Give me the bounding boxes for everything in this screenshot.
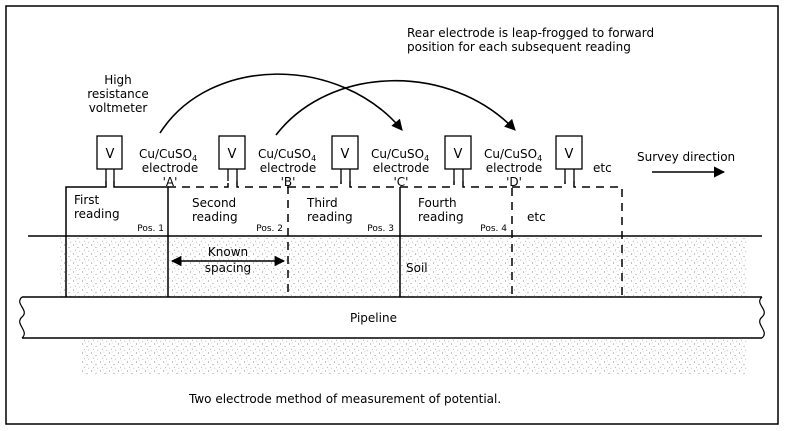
survey-direction-label: Survey direction xyxy=(637,150,735,164)
leapfrog-arrow-1 xyxy=(159,73,403,134)
fourth-reading-line-1: Fourth xyxy=(418,196,457,210)
figure-caption: Two electrode method of measurement of p… xyxy=(188,392,501,406)
position-1: Pos. 1 xyxy=(137,224,164,234)
svg-text:electrode: electrode xyxy=(142,161,198,175)
first-reading-circuit xyxy=(65,181,169,297)
electrode-label-d: Cu/CuSO4 electrode 'D' xyxy=(484,147,542,189)
svg-text:Cu/CuSO4: Cu/CuSO4 xyxy=(371,147,429,163)
figure-frame xyxy=(5,5,779,425)
voltmeter-4: V xyxy=(444,135,472,181)
soil-upper xyxy=(60,237,748,299)
voltmeter-2-symbol: V xyxy=(228,147,237,162)
svg-text:Cu/CuSO4: Cu/CuSO4 xyxy=(139,147,197,163)
known-spacing-line-2: spacing xyxy=(205,261,251,275)
svg-text:Cu/CuSO4: Cu/CuSO4 xyxy=(484,147,542,163)
third-reading-line-2: reading xyxy=(307,210,353,224)
etc-top-label: etc xyxy=(593,161,612,175)
svg-text:'D': 'D' xyxy=(506,175,522,189)
svg-text:'C': 'C' xyxy=(394,175,409,189)
voltmeter-1: V xyxy=(96,135,123,181)
third-reading-line-1: Third xyxy=(306,196,338,210)
electrode-label-a: Cu/CuSO4 electrode 'A' xyxy=(139,147,198,189)
second-reading-line-1: Second xyxy=(192,196,236,210)
svg-text:'B': 'B' xyxy=(281,175,296,189)
pipeline-label: Pipeline xyxy=(350,311,397,325)
first-reading-line-2: reading xyxy=(74,207,120,221)
soil-lower xyxy=(80,338,748,374)
second-reading-line-2: reading xyxy=(192,210,238,224)
note-line-1: Rear electrode is leap-frogged to forwar… xyxy=(407,26,654,40)
svg-text:electrode: electrode xyxy=(260,161,316,175)
leapfrog-arrow-2 xyxy=(275,79,516,136)
dashed-circuits xyxy=(168,181,623,297)
voltmeter-4-symbol: V xyxy=(454,147,463,162)
position-3: Pos. 3 xyxy=(367,224,394,234)
voltmeter-1-symbol: V xyxy=(106,147,115,162)
note-line-2: position for each subsequent reading xyxy=(407,40,631,54)
etc-reading-label: etc xyxy=(527,210,546,224)
known-spacing-line-1: Known xyxy=(208,245,248,259)
svg-text:electrode: electrode xyxy=(486,161,542,175)
voltmeter-5: V xyxy=(555,135,583,181)
svg-text:Cu/CuSO4: Cu/CuSO4 xyxy=(258,147,316,163)
voltmeter-5-symbol: V xyxy=(565,147,574,162)
soil-label: Soil xyxy=(406,261,428,275)
voltmeter-label-line-1: High xyxy=(104,73,132,87)
voltmeter-label-line-2: resistance xyxy=(87,87,149,101)
voltmeter-label-line-3: voltmeter xyxy=(89,101,148,115)
electrode-label-b: Cu/CuSO4 electrode 'B' xyxy=(258,147,316,189)
voltmeter-3-symbol: V xyxy=(341,147,350,162)
fourth-reading-line-2: reading xyxy=(418,210,464,224)
voltmeter-3: V xyxy=(331,135,359,181)
svg-text:'A': 'A' xyxy=(163,175,178,189)
voltmeter-2: V xyxy=(218,135,246,181)
position-4: Pos. 4 xyxy=(480,224,507,234)
svg-text:electrode: electrode xyxy=(373,161,429,175)
pipeline xyxy=(19,296,765,339)
position-2: Pos. 2 xyxy=(256,224,283,234)
electrode-label-c: Cu/CuSO4 electrode 'C' xyxy=(371,147,429,189)
first-reading-line-1: First xyxy=(74,193,100,207)
